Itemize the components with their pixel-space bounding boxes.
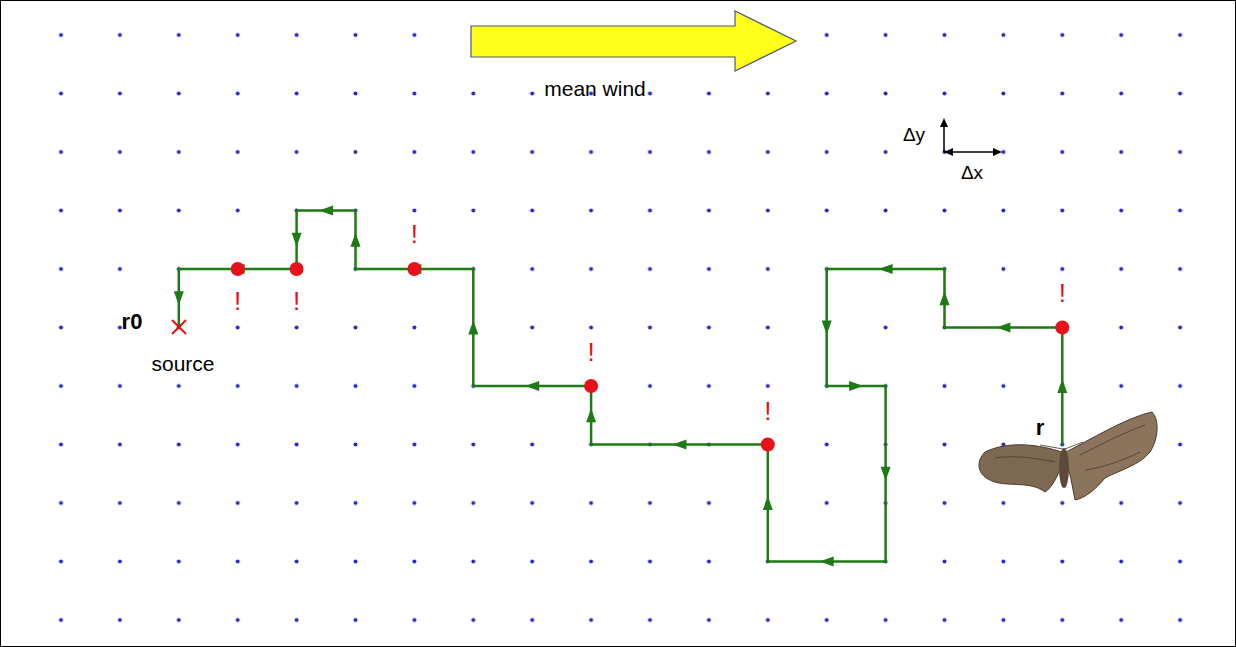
- source-cross: [172, 320, 186, 334]
- detection-dot: [407, 262, 421, 276]
- direction-arrowhead: [940, 291, 950, 305]
- direction-arrowhead: [1057, 379, 1067, 393]
- source-label: source: [151, 352, 214, 375]
- moth-illustration: [979, 412, 1157, 500]
- detection-mark: !: [234, 287, 241, 316]
- direction-arrowhead: [468, 321, 478, 335]
- trajectory: [174, 206, 1070, 567]
- detection-mark: !: [764, 397, 771, 426]
- direction-arrowhead: [822, 321, 832, 335]
- direction-arrowhead: [586, 408, 596, 422]
- detection-mark: !: [293, 287, 300, 316]
- direction-arrowhead: [319, 206, 333, 216]
- wind-arrow: [471, 11, 796, 71]
- direction-arrowhead: [174, 291, 184, 305]
- scale-label: Δx: [961, 163, 983, 184]
- wind-label: mean wind: [544, 77, 646, 100]
- detection-mark: !: [411, 220, 418, 249]
- direction-arrowhead: [849, 381, 863, 391]
- detection-dot: [290, 262, 304, 276]
- position-label: r: [1036, 416, 1045, 440]
- direction-arrowhead: [881, 467, 891, 481]
- scale-label: Δy: [903, 125, 925, 146]
- detection-dot: [231, 262, 245, 276]
- direction-arrowhead: [292, 233, 302, 247]
- direction-arrowhead: [525, 381, 539, 391]
- detection-dot: [1055, 321, 1069, 335]
- direction-arrowhead: [763, 496, 773, 510]
- lattice-dots: [32, 6, 1210, 647]
- detection-mark: !: [1059, 279, 1066, 308]
- scale-arrows: [940, 118, 1002, 156]
- direction-arrowhead: [820, 557, 834, 567]
- trajectory-line: [179, 211, 1063, 562]
- direction-arrowhead: [672, 440, 686, 450]
- direction-arrowhead: [996, 323, 1010, 333]
- position-label: r0: [122, 310, 143, 334]
- detection-mark: !: [587, 338, 594, 367]
- direction-arrowhead: [879, 264, 893, 274]
- detection-dot: [584, 379, 598, 393]
- detection-dot: [761, 438, 775, 452]
- direction-arrowhead: [351, 233, 361, 247]
